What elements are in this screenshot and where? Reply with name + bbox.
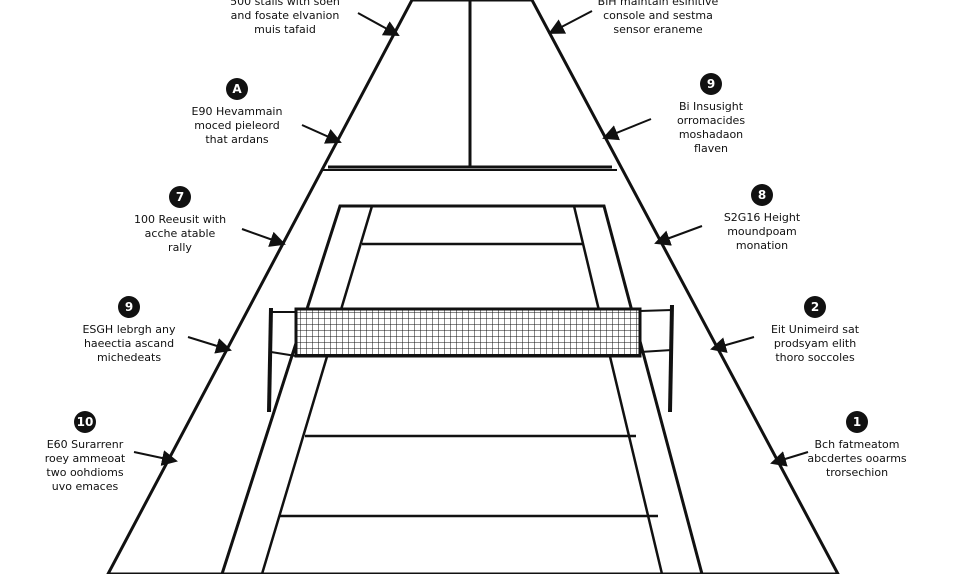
callout-text: Eit Unimeird sat prodsyam elith thoro so… — [770, 323, 860, 364]
arrow-right-2 — [654, 225, 703, 246]
callout-number-badge: 1 — [846, 411, 868, 433]
callout-text: S2G16 Height moundpoam monation — [723, 211, 801, 252]
callout-number-badge: 10 — [74, 411, 96, 433]
callout-number-badge: 8 — [751, 184, 773, 206]
callout-left-4: 10 E60 Surarrenr roey ammeoat two oohdio… — [20, 411, 150, 494]
callout-text: 500 stails with soen and fosate elvanion… — [230, 0, 340, 36]
callout-left-1: A E90 Hevammain moced pieleord that arda… — [172, 78, 302, 147]
callout-text: Bi Insusight orromacides moshadaon flave… — [676, 100, 746, 155]
callout-text: ESGH lebrgh any haeectia ascand michedea… — [82, 323, 176, 364]
callout-right-2: 8 S2G16 Height moundpoam monation — [697, 184, 827, 253]
callout-right-1: 9 Bi Insusight orromacides moshadaon fla… — [646, 73, 776, 156]
callout-text: Bch fatmeatom abcdertes ooarms trorsechi… — [807, 438, 907, 479]
callout-number-badge: 9 — [118, 296, 140, 318]
callout-number-badge: 9 — [700, 73, 722, 95]
arrow-left-1 — [301, 124, 342, 144]
callout-text: E90 Hevammain moced pieleord that ardans — [191, 105, 283, 146]
arrow-left-4 — [133, 450, 178, 466]
callout-number-badge: 7 — [169, 186, 191, 208]
arrow-right-3 — [710, 336, 755, 353]
arrow-top-left — [357, 12, 400, 36]
net-cord-right — [639, 309, 673, 312]
arrow-left-3 — [187, 336, 232, 354]
inner-court-box — [220, 204, 704, 574]
callout-right-3: 2 Eit Unimeird sat prodsyam elith thoro … — [750, 296, 880, 365]
callout-number-badge: 2 — [804, 296, 826, 318]
net-mesh — [294, 307, 642, 358]
callout-right-4: 1 Bch fatmeatom abcdertes ooarms trorsec… — [792, 411, 922, 480]
callout-left-2: 7 100 Reeusit with acche atable rally — [115, 186, 245, 255]
singles-sideline-left — [260, 205, 374, 574]
arrow-left-2 — [241, 228, 286, 247]
callout-number-badge: A — [226, 78, 248, 100]
arrow-top-right — [548, 10, 593, 34]
net-post-left — [267, 307, 273, 413]
callout-text: BiH maintain esinitive console and sestm… — [597, 0, 719, 36]
net-bottom-right — [639, 349, 673, 353]
arrow-right-1 — [602, 118, 652, 141]
net-bottom-left — [270, 351, 297, 357]
callout-left-3: 9 ESGH lebrgh any haeectia ascand miched… — [64, 296, 194, 365]
callout-text: 100 Reeusit with acche atable rally — [133, 213, 227, 254]
net-post-right — [668, 304, 674, 413]
callout-text: E60 Surarrenr roey ammeoat two oohdioms … — [44, 438, 126, 493]
callout-top-right: BiH maintain esinitive console and sestm… — [593, 0, 723, 37]
singles-sideline-right — [572, 205, 664, 574]
court-outline — [106, 0, 840, 574]
callout-top-left: 500 stails with soen and fosate elvanion… — [220, 0, 350, 37]
arrow-right-4 — [770, 451, 809, 467]
